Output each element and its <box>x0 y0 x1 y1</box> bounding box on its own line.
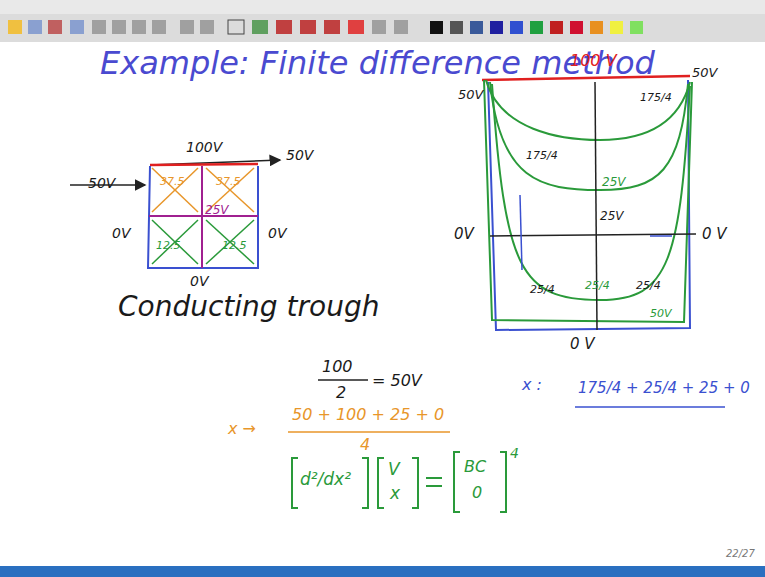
node-value: 37.5 <box>160 176 185 188</box>
voltage-label: 50V <box>458 88 483 102</box>
node-value: 175/4 <box>640 92 672 104</box>
node-value: 12.5 <box>222 240 247 252</box>
node-value: 37.5 <box>216 176 241 188</box>
equation-text: x : <box>522 376 542 394</box>
contour-label: 50V <box>650 308 672 320</box>
matrix-entry: x <box>390 484 400 503</box>
voltage-label: 100 V <box>570 52 617 70</box>
node-value: 25/4 <box>636 280 661 292</box>
matrix-entry: V <box>388 460 400 479</box>
node-value: 25/4 <box>585 280 610 292</box>
fraction-numerator: 100 <box>322 358 353 376</box>
node-value: 25/4 <box>530 284 555 296</box>
voltage-label: 50V <box>88 176 115 191</box>
voltage-label: 0V <box>454 226 474 243</box>
matrix-entry: BC <box>464 458 486 476</box>
voltage-label: 0V <box>190 274 208 289</box>
small-trough <box>70 160 280 268</box>
toolbar <box>0 14 765 42</box>
fraction-denominator: 4 <box>360 436 370 454</box>
voltage-label: 50V <box>692 66 717 80</box>
equation-marks <box>288 380 725 512</box>
equation-text: x → <box>228 420 256 438</box>
fraction-denominator: 2 <box>336 384 346 402</box>
menu-bar <box>0 0 765 14</box>
matrix-entry: 0 <box>472 484 482 502</box>
fraction-numerator: 50 + 100 + 25 + 0 <box>292 406 444 424</box>
status-bar <box>0 566 765 577</box>
matrix-entry: d²/dx² <box>300 470 351 489</box>
page-number: 22/27 <box>726 548 755 559</box>
large-trough <box>482 76 696 330</box>
node-value: 12.5 <box>156 240 181 252</box>
voltage-label: 50V <box>286 148 313 163</box>
voltage-label: 0 V <box>702 226 727 243</box>
voltage-label: 0 V <box>570 336 595 353</box>
node-value: 175/4 <box>526 150 558 162</box>
toolbar-icons <box>8 20 643 34</box>
fraction-numerator: 175/4 + 25/4 + 25 + 0 <box>578 380 750 397</box>
superscript: 4 <box>510 446 519 461</box>
node-value: 25V <box>600 210 623 223</box>
equation-text: = 50V <box>372 372 422 390</box>
voltage-label: 0V <box>268 226 286 241</box>
node-value: 25V <box>602 176 625 189</box>
caption-text: Conducting trough <box>118 292 379 323</box>
voltage-label: 0V <box>112 226 130 241</box>
node-value: 25V <box>205 204 228 217</box>
voltage-label: 100V <box>186 140 222 155</box>
